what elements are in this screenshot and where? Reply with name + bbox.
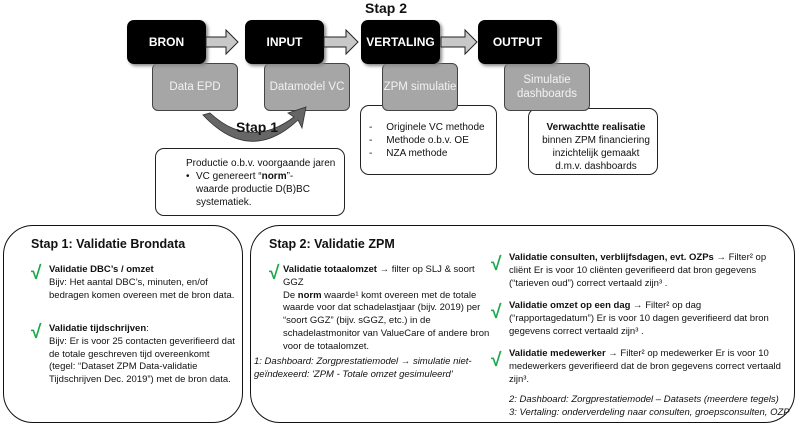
- checkmark-icon: √: [491, 254, 502, 275]
- footnotes-2-3: 2: Dashboard: Zorgprestatiemodel – Datas…: [509, 394, 794, 420]
- data-epd-box: Data EPD: [152, 63, 238, 111]
- footnote-2: 2: Dashboard: Zorgprestatiemodel – Datas…: [509, 394, 779, 405]
- checkmark-icon: √: [491, 350, 502, 371]
- footnote-1: 1: Dashboard: Zorgprestatiemodel → simul…: [254, 356, 472, 380]
- zpm-simulatie-box: ZPM simulatie: [382, 63, 458, 111]
- stap1-label: Stap 1: [236, 119, 279, 135]
- checkmark-icon: √: [269, 263, 280, 284]
- check-item: √ Validatie totaalomzet → filter op SLJ …: [269, 263, 490, 352]
- flow-arrows: [202, 28, 478, 142]
- simulatie-dashboards-box: Simulatie dashboards: [504, 63, 590, 111]
- curved-arrow-icon: [202, 106, 307, 142]
- note-text: VC genereert “: [196, 171, 262, 182]
- stap2-panel: Stap 2: Validatie ZPM √ Validatie totaal…: [250, 225, 795, 423]
- arrow-icon: [205, 28, 239, 56]
- checkmark-icon: √: [491, 302, 502, 323]
- check-item: √ Validatie tijdschrijven:Bijv: Er is vo…: [31, 322, 235, 386]
- stap2-label: Stap 2: [365, 0, 408, 16]
- panel1-title: Stap 1: Validatie Brondata: [31, 237, 186, 251]
- output-note: Verwachtte realisatie binnen ZPM financi…: [528, 108, 658, 175]
- footnote-3: 3: Vertaling: onderverdeling naar consul…: [509, 406, 790, 418]
- check-item: √ Validatie consulten, verblijfsdagen, e…: [491, 252, 767, 289]
- input-box: INPUT: [245, 20, 324, 64]
- checkmark-icon: √: [31, 322, 42, 343]
- panel2-title: Stap 2: Validatie ZPM: [269, 237, 395, 251]
- methods-box: - Originele VC methode - Methode o.b.v. …: [360, 105, 497, 175]
- method-item: - Methode o.b.v. OE: [369, 135, 469, 146]
- vertaling-box: VERTALING: [361, 20, 440, 64]
- output-note-bold: Verwachtte realisatie: [546, 122, 646, 133]
- bron-box: BRON: [127, 20, 206, 64]
- stap1-note: Productie o.b.v. voorgaande jaren •VC ge…: [155, 148, 345, 216]
- method-item: - Originele VC methode: [369, 122, 485, 133]
- note-line: Productie o.b.v. voorgaande jaren: [186, 158, 336, 169]
- output-box: OUTPUT: [478, 20, 557, 64]
- method-item: - NZA methode: [369, 148, 448, 159]
- output-note-text: binnen ZPM financiering inzichtelijk gem…: [542, 135, 650, 172]
- note-text: ”- waarde productie D(B)BC systematiek.: [196, 171, 310, 208]
- note-bold: norm: [261, 171, 287, 182]
- arrow-icon: [440, 28, 478, 56]
- check-item: √ Validatie omzet op een dag → Filter² o…: [491, 300, 769, 337]
- check-item: √ Validatie medewerker → Filter² op mede…: [491, 348, 781, 385]
- arrow-icon: [323, 28, 359, 56]
- stap1-panel: Stap 1: Validatie Brondata √ Validatie D…: [3, 225, 243, 423]
- checkmark-icon: √: [31, 263, 42, 284]
